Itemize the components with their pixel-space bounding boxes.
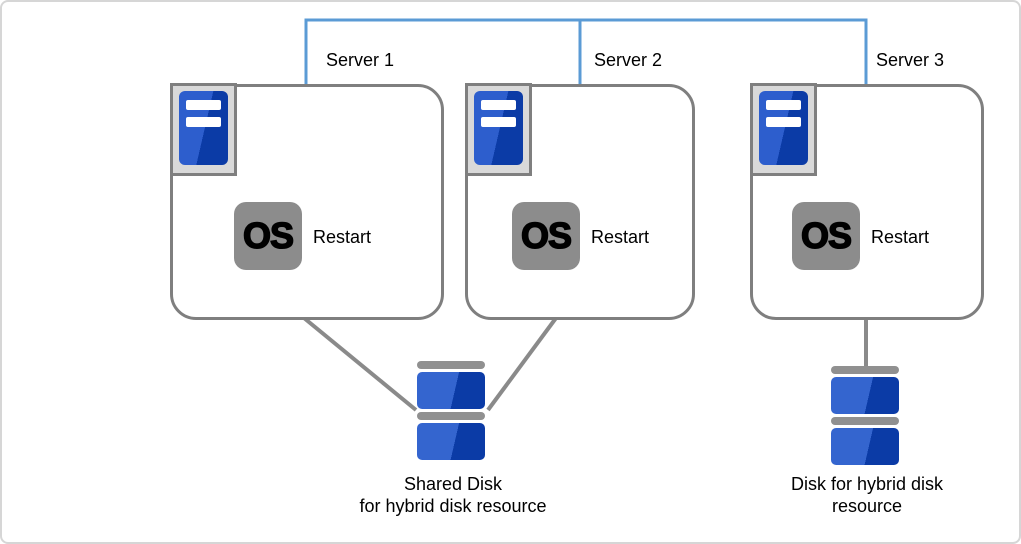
server2-box (465, 84, 695, 320)
hybrid-disk-label-line1: Disk for hybrid disk (790, 474, 944, 494)
server-drive-bay-icon (481, 117, 516, 127)
disk-platter (417, 423, 485, 460)
server-chassis-icon (474, 91, 523, 165)
server2-os-badge: OS (512, 202, 580, 270)
disk-cap (831, 366, 899, 374)
server-chassis-icon (759, 91, 808, 165)
server-drive-bay-icon (186, 100, 221, 110)
server1-to-shared-disk-line (302, 316, 418, 412)
server3-restart-label: Restart (871, 227, 930, 247)
server-drive-bay-icon (481, 100, 516, 110)
hybrid-disk-icon (831, 366, 899, 468)
server1-label: Server 1 (326, 50, 395, 70)
shared-disk-icon (417, 361, 485, 463)
hybrid-disk-label-line2: resource (831, 496, 903, 516)
disk-platter (831, 377, 899, 414)
disk-platter (417, 372, 485, 409)
shared-disk-label-line2: for hybrid disk resource (359, 496, 547, 516)
server1-os-badge: OS (234, 202, 302, 270)
disk-cap (417, 361, 485, 369)
shared-disk-label-line1: Shared Disk (403, 474, 503, 494)
server3-label: Server 3 (876, 50, 945, 70)
server2-restart-label: Restart (591, 227, 650, 247)
shared-disk-label: Shared Disk for hybrid disk resource (333, 473, 573, 517)
interconnect-line (304, 18, 868, 84)
disk-platter (831, 428, 899, 465)
disk-cap (831, 417, 899, 425)
disk-cap (417, 412, 485, 420)
server-drive-bay-icon (766, 117, 801, 127)
server2-to-shared-disk-line (486, 316, 558, 412)
server-drive-bay-icon (766, 100, 801, 110)
server3-os-badge: OS (792, 202, 860, 270)
server1-restart-label: Restart (313, 227, 372, 247)
server1-icon (170, 83, 237, 176)
server-chassis-icon (179, 91, 228, 165)
hybrid-disk-label: Disk for hybrid disk resource (755, 473, 979, 517)
server2-icon (465, 83, 532, 176)
server3-icon (750, 83, 817, 176)
server2-label: Server 2 (594, 50, 663, 70)
server-drive-bay-icon (186, 117, 221, 127)
